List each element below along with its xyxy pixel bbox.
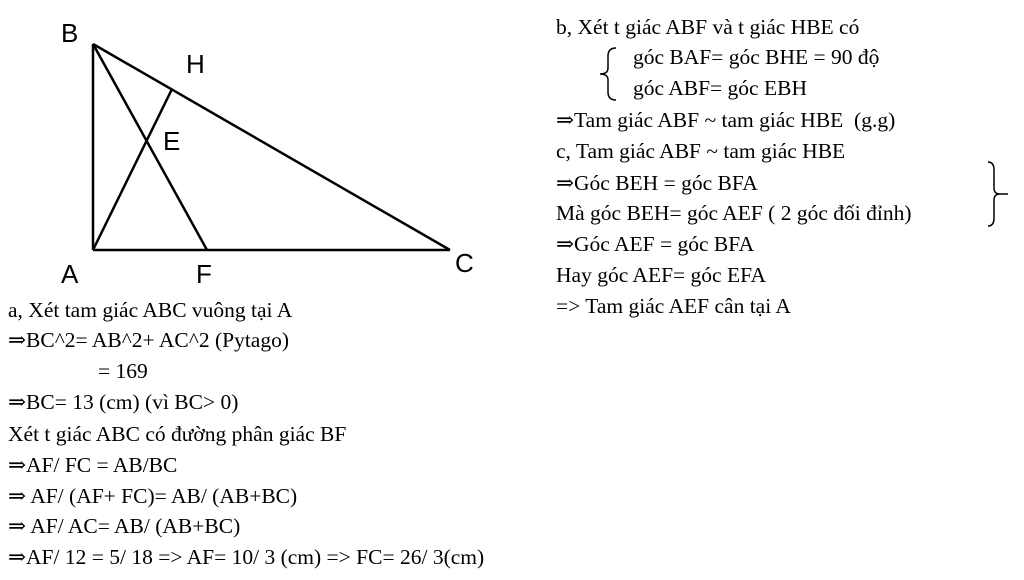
part-b-line-2: góc BAF= góc BHE = 90 độ: [633, 45, 880, 69]
right-brace: [987, 161, 1008, 227]
segment-bc: [92, 42, 451, 252]
left-brace: [599, 47, 617, 101]
part-a-line-4: ⇒BC= 13 (cm) (vì BC> 0): [8, 390, 239, 414]
part-a-line-8: ⇒ AF/ AC= AB/ (AB+BC): [8, 514, 241, 538]
label-a: A: [61, 259, 79, 289]
part-c-line-4: ⇒Góc AEF = góc BFA: [556, 232, 755, 256]
part-c-line-1: c, Tam giác ABF ~ tam giác HBE: [556, 139, 846, 163]
part-a-line-1: a, Xét tam giác ABC vuông tại A: [8, 298, 293, 322]
part-c-line-3: Mà góc BEH= góc AEF ( 2 góc đối đỉnh): [556, 201, 912, 225]
label-f: F: [196, 259, 212, 289]
label-e: E: [163, 126, 180, 156]
label-b: B: [61, 18, 78, 48]
part-a-line-3: = 169: [98, 359, 148, 383]
part-c-line-6: => Tam giác AEF cân tại A: [556, 294, 791, 318]
part-c-line-2: ⇒Góc BEH = góc BFA: [556, 171, 758, 195]
part-a-line-9: ⇒AF/ 12 = 5/ 18 => AF= 10/ 3 (cm) => FC=…: [8, 545, 485, 569]
label-c: C: [455, 248, 474, 278]
segment-bf: [91, 43, 209, 251]
part-a-line-2: ⇒BC^2= AB^2+ AC^2 (Pytago): [8, 328, 289, 352]
part-b-line-1: b, Xét t giác ABF và t giác HBE có: [556, 15, 860, 39]
part-a-line-5: Xét t giác ABC có đường phân giác BF: [8, 422, 347, 446]
label-h: H: [186, 49, 205, 79]
triangle-figure: B H E A F C: [61, 18, 474, 289]
part-a-line-7: ⇒ AF/ (AF+ FC)= AB/ (AB+BC): [8, 484, 298, 508]
part-a-line-6: ⇒AF/ FC = AB/BC: [8, 453, 178, 477]
part-b-line-3: góc ABF= góc EBH: [633, 76, 807, 100]
part-c-line-5: Hay góc AEF= góc EFA: [556, 263, 766, 287]
part-b-line-4: ⇒Tam giác ABF ~ tam giác HBE (g.g): [556, 108, 896, 132]
segment-ah: [91, 88, 174, 251]
